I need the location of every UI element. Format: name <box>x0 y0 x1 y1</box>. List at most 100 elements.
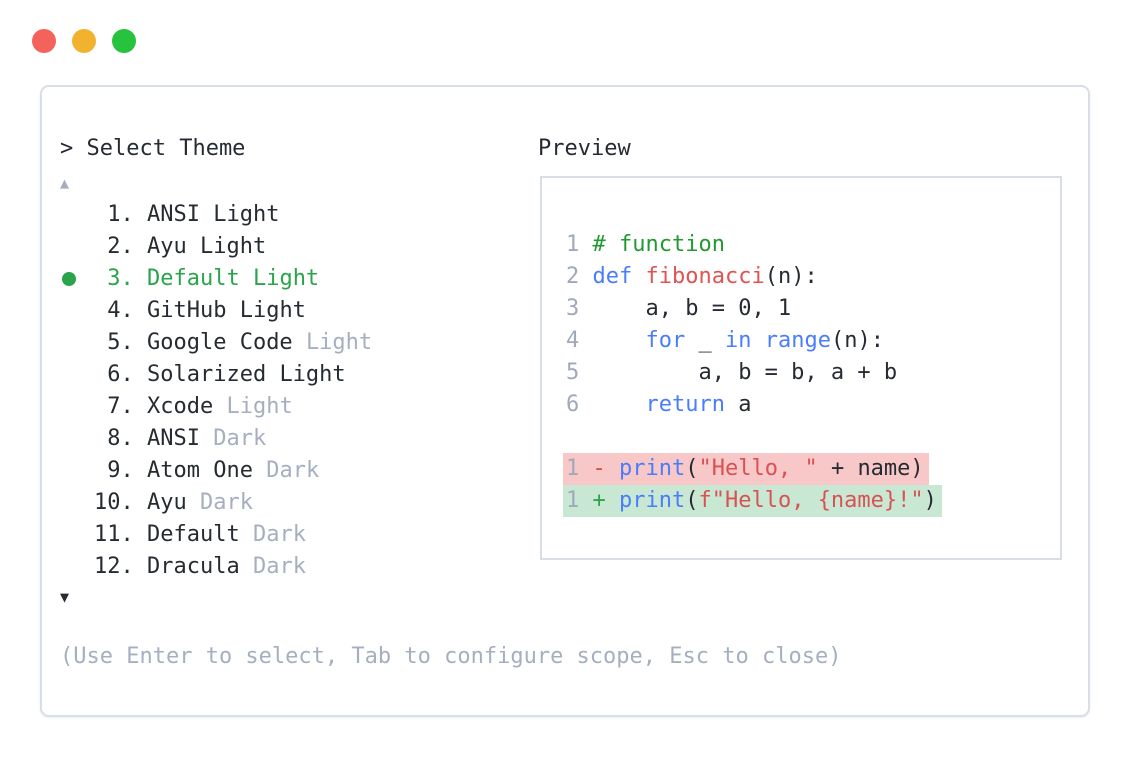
diff-plus-sign: + <box>592 488 619 513</box>
code-line: 5 a, b = b, a + b <box>566 357 942 389</box>
code-token-plain: ( <box>685 488 699 513</box>
code-line <box>566 421 942 453</box>
theme-item-name: Atom One <box>146 458 267 483</box>
theme-item-variant: Light <box>199 234 267 259</box>
theme-item-number: 4. <box>94 298 147 323</box>
line-number: 1 <box>566 456 593 481</box>
code-token-func: fibonacci <box>645 264 765 289</box>
code-token-plain: ) <box>923 488 937 513</box>
theme-item-variant: Light <box>226 394 293 419</box>
theme-item-variant: Light <box>252 266 320 291</box>
theme-list-item[interactable]: 8. ANSI Dark <box>60 423 372 455</box>
code-token-kw: range <box>764 328 831 353</box>
theme-item-name: Xcode <box>146 394 227 419</box>
theme-item-variant: Dark <box>199 490 253 515</box>
preview-label: Preview <box>538 136 631 161</box>
diff-line-add: 1 + print(f"Hello, {name}!") <box>563 485 942 517</box>
theme-list-item[interactable]: 4. GitHub Light <box>60 295 372 327</box>
theme-item-number: 9. <box>94 458 147 483</box>
theme-list-item[interactable]: 3. Default Light <box>60 263 372 295</box>
line-number: 2 <box>566 264 593 289</box>
theme-list-item[interactable]: 5. Google Code Light <box>60 327 372 359</box>
line-number: 6 <box>566 392 593 417</box>
theme-item-name: Ayu <box>146 490 200 515</box>
theme-list-item[interactable]: 9. Atom One Dark <box>60 455 372 487</box>
code-token-str: "Hello, " <box>698 456 818 481</box>
theme-item-variant: Light <box>305 330 373 355</box>
line-number: 5 <box>566 360 593 385</box>
theme-list: 1. ANSI Light 2. Ayu Light 3. Default Li… <box>60 199 372 583</box>
code-token-comment: # function <box>592 232 725 257</box>
code-token-str: f"Hello, {name}!" <box>698 488 924 513</box>
code-token-plain <box>593 328 646 353</box>
theme-item-name: Solarized <box>146 362 280 387</box>
theme-item-name: ANSI <box>146 426 214 451</box>
code-line: 3 a, b = 0, 1 <box>566 293 942 325</box>
code-line: 6 return a <box>566 389 942 421</box>
code-token-kw: in <box>724 328 752 353</box>
code-token-plain <box>593 392 646 417</box>
close-window-icon[interactable] <box>32 29 56 53</box>
zoom-window-icon[interactable] <box>112 29 136 53</box>
theme-item-variant: Dark <box>252 554 306 579</box>
diff-minus-sign: - <box>592 456 619 481</box>
code-token-kw: print <box>619 488 686 513</box>
code-token-kw: for <box>645 328 686 353</box>
code-token-plain: ( <box>685 456 699 481</box>
theme-item-variant: Dark <box>266 458 320 483</box>
code-token-kw: return <box>645 392 725 417</box>
code-token-plain: + name) <box>817 456 924 481</box>
theme-list-item[interactable]: 7. Xcode Light <box>60 391 372 423</box>
theme-item-variant: Light <box>213 202 280 227</box>
code-token-plain: a, b = b, a + b <box>592 360 898 385</box>
theme-item-number: 1. <box>94 202 147 227</box>
scroll-up-indicator-icon[interactable]: ▲ <box>60 174 70 192</box>
code-token-kw: def <box>592 264 633 289</box>
theme-item-name: Google Code <box>146 330 306 355</box>
theme-item-variant: Dark <box>252 522 306 547</box>
code-token-plain: (n): <box>764 264 818 289</box>
code-token-plain: a, b = 0, 1 <box>592 296 792 321</box>
selected-theme-dot-icon <box>62 272 76 286</box>
code-line: 4 for _ in range(n): <box>566 325 942 357</box>
theme-list-item[interactable]: 12. Dracula Dark <box>60 551 372 583</box>
theme-list-item[interactable]: 11. Default Dark <box>60 519 372 551</box>
line-number: 1 <box>566 232 593 257</box>
theme-item-number: 10. <box>94 490 147 515</box>
code-token-plain <box>751 328 764 353</box>
theme-list-item[interactable]: 1. ANSI Light <box>60 199 372 231</box>
line-number: 1 <box>566 488 593 513</box>
keyboard-hint-text: (Use Enter to select, Tab to configure s… <box>60 644 842 669</box>
diff-line-del: 1 - print("Hello, " + name) <box>563 453 942 485</box>
theme-item-name: GitHub <box>146 298 240 323</box>
theme-list-item[interactable]: 2. Ayu Light <box>60 231 372 263</box>
diff-line-highlight: 1 + print(f"Hello, {name}!") <box>563 485 942 517</box>
theme-list-item[interactable]: 10. Ayu Dark <box>60 487 372 519</box>
line-number: 3 <box>566 296 593 321</box>
theme-item-number: 6. <box>94 362 147 387</box>
theme-item-number: 7. <box>94 394 147 419</box>
code-token-plain: a <box>724 392 752 417</box>
minimize-window-icon[interactable] <box>72 29 96 53</box>
select-theme-prompt: > Select Theme <box>60 136 246 161</box>
theme-picker-dialog: > Select Theme ▲ 1. ANSI Light 2. Ayu Li… <box>40 85 1090 717</box>
theme-item-name: Dracula <box>146 554 253 579</box>
theme-item-name: Default <box>146 522 253 547</box>
code-token-kw: print <box>619 456 686 481</box>
theme-item-variant: Light <box>279 362 346 387</box>
theme-item-number: 3. <box>94 266 147 291</box>
theme-item-number: 11. <box>94 522 147 547</box>
theme-item-variant: Light <box>239 298 306 323</box>
code-line: 1 # function <box>566 229 942 261</box>
window-controls <box>32 29 136 53</box>
theme-item-number: 8. <box>94 426 147 451</box>
code-line: 2 def fibonacci(n): <box>566 261 942 293</box>
scroll-down-indicator-icon[interactable]: ▼ <box>60 588 70 606</box>
theme-item-number: 12. <box>94 554 147 579</box>
theme-item-name: Ayu <box>146 234 200 259</box>
code-token-plain: (n): <box>830 328 884 353</box>
theme-list-item[interactable]: 6. Solarized Light <box>60 359 372 391</box>
code-token-plain: _ <box>685 328 725 353</box>
